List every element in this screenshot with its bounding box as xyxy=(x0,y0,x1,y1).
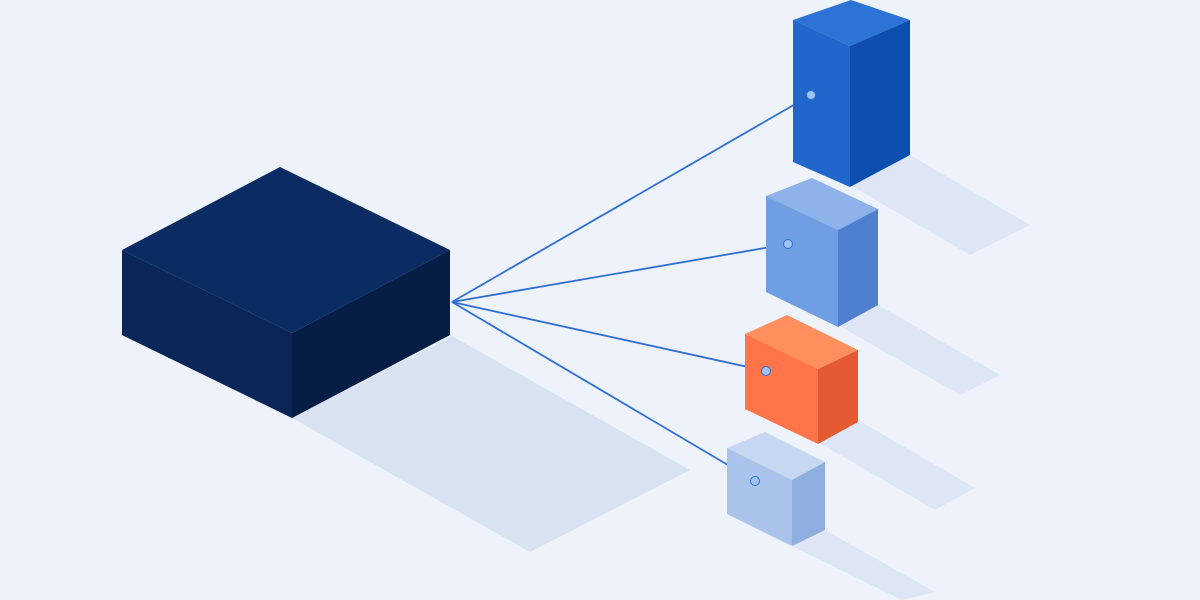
connector-lines xyxy=(451,94,812,482)
connector-anchor-dots xyxy=(750,90,816,486)
connector-line-1 xyxy=(451,94,812,303)
target-block-2 xyxy=(766,178,878,327)
target-block-4-left xyxy=(727,448,792,546)
source-block xyxy=(122,167,450,418)
shadows xyxy=(292,155,1030,600)
target-block-3-right xyxy=(818,350,858,444)
target-block-2-left xyxy=(766,196,838,327)
target-block-1-top xyxy=(793,0,910,46)
source-block-left xyxy=(122,250,292,418)
target-block-4-shadow xyxy=(792,530,935,600)
source-block-top xyxy=(122,167,450,333)
connector-line-4 xyxy=(451,301,756,482)
target-block-3 xyxy=(745,315,858,444)
connector-line-3 xyxy=(451,301,767,372)
anchor-dot-3 xyxy=(761,366,771,376)
target-block-4-right xyxy=(792,462,825,546)
target-block-1 xyxy=(793,0,910,187)
target-block-1-left xyxy=(793,20,850,187)
target-block-1-shadow xyxy=(850,155,1030,255)
source-block-right xyxy=(292,250,450,418)
target-block-4 xyxy=(727,432,825,546)
target-block-2-right xyxy=(838,209,878,327)
anchor-dot-2 xyxy=(783,239,793,249)
target-block-1-right xyxy=(850,20,910,187)
connector-line-2 xyxy=(451,243,789,303)
target-block-2-top xyxy=(766,178,878,230)
source-block-shadow xyxy=(292,336,690,552)
target-block-3-shadow xyxy=(818,420,975,510)
target-block-4-top xyxy=(727,432,825,480)
target-block-2-shadow xyxy=(838,305,1000,395)
target-block-3-top xyxy=(745,315,858,369)
target-block-3-left xyxy=(745,334,818,444)
anchor-dot-4 xyxy=(750,476,760,486)
anchor-dot-1 xyxy=(806,90,816,100)
